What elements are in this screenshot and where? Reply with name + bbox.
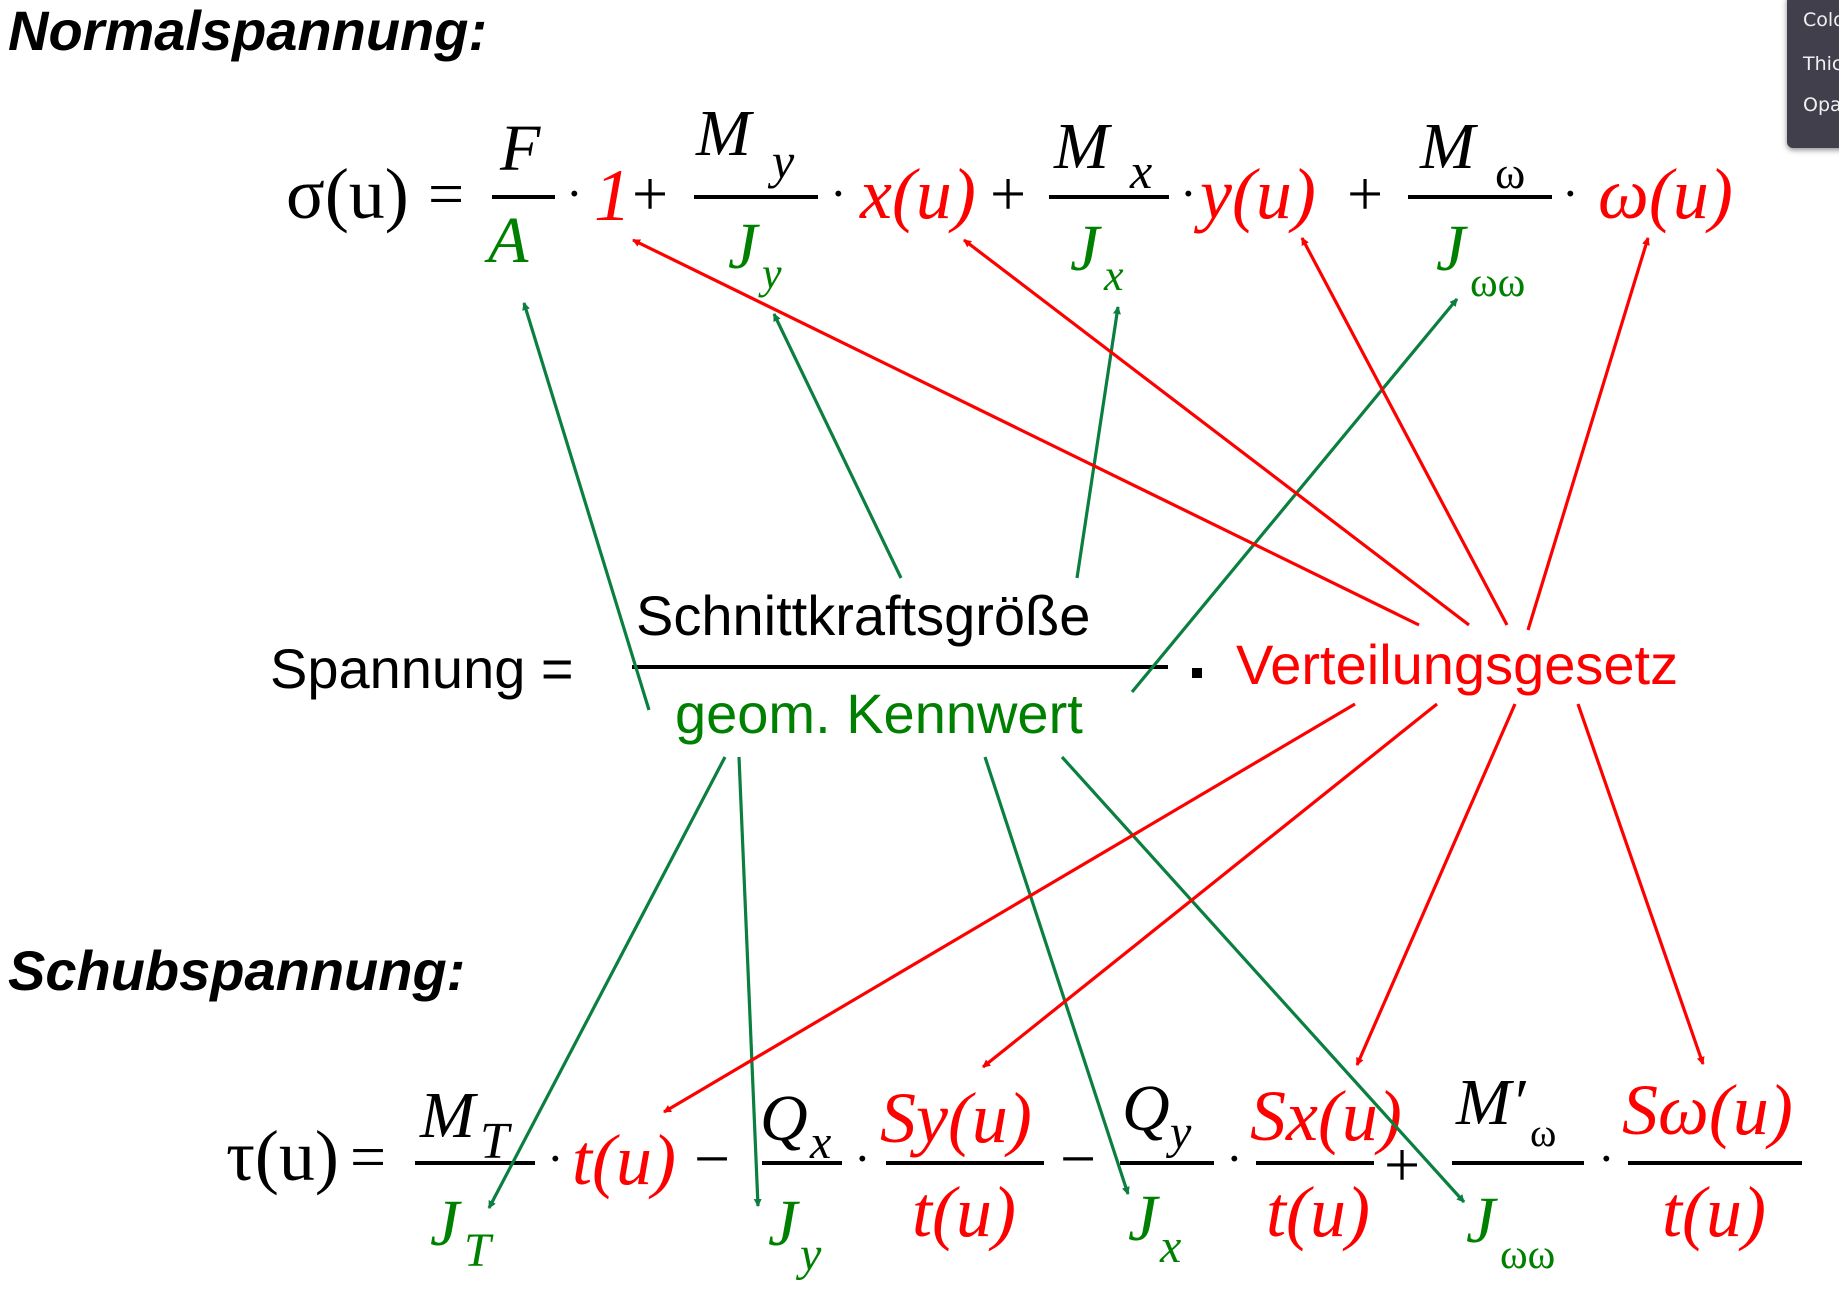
arrow-to-Sw-u	[1576, 703, 1705, 1065]
dot-operator: ·	[1226, 1130, 1243, 1186]
distribution-omega-u: ω(u)	[1598, 154, 1733, 234]
denominator-subscript-omega-omega: ωω	[1500, 1232, 1555, 1278]
numerator-Q: Q	[760, 1082, 808, 1155]
denominator-J: J	[1436, 212, 1468, 285]
numerator-subscript-x: x	[809, 1116, 831, 1169]
dot-operator: ·	[1562, 165, 1579, 221]
plus-sign: +	[990, 158, 1026, 229]
denominator-subscript-y: y	[758, 249, 782, 298]
denominator-J: J	[728, 210, 760, 283]
arrow-to-Jx-shear	[983, 756, 1130, 1195]
denominator-subscript-y: y	[795, 1228, 822, 1281]
arrow-to-omega-u	[1526, 237, 1650, 631]
denominator-J: J	[1070, 212, 1102, 285]
numerator-M: M	[419, 1079, 479, 1152]
arrow-to-A	[522, 302, 651, 711]
arrow-to-Jww	[1130, 297, 1459, 694]
distribution-denominator-t-u: t(u)	[912, 1172, 1016, 1252]
denominator-geometric-value: geom. Kennwert	[675, 682, 1083, 745]
shear-stress-formula: τ(u) = M T J T · t(u) − Q x J y · Sy(u) …	[226, 1066, 1802, 1281]
multiplication-dot	[1192, 668, 1202, 678]
denominator-J: J	[768, 1187, 800, 1260]
stress-label: Spannung =	[270, 637, 574, 700]
numerator-M: M	[1053, 110, 1113, 183]
normal-stress-formula: σ(u) = F A · 1 + M y J y · x(u) + M x J …	[286, 97, 1733, 306]
dot-operator: ·	[547, 1130, 564, 1186]
sigma-lhs: σ(u)	[286, 154, 409, 234]
denominator-A: A	[484, 204, 529, 277]
plus-sign: +	[632, 158, 668, 229]
equals-sign: =	[428, 158, 464, 229]
distribution-numerator-Sw-u: Sω(u)	[1622, 1070, 1793, 1150]
denominator-J: J	[1128, 1182, 1160, 1255]
arrow-to-Sx-u	[1355, 703, 1517, 1066]
denominator-subscript-x: x	[1103, 251, 1124, 300]
distribution-law-label: Verteilungsgesetz	[1236, 633, 1678, 696]
menu-item-color[interactable]: Color	[1803, 9, 1839, 31]
numerator-subscript-y: y	[1165, 1106, 1192, 1159]
tau-lhs: τ(u)	[226, 1116, 339, 1196]
numerator-subscript-y: y	[767, 133, 795, 189]
plus-sign: +	[1384, 1129, 1420, 1200]
distribution-y-u: y(u)	[1193, 154, 1316, 234]
heading-shear-stress: Schubspannung:	[8, 939, 465, 1002]
distribution-numerator-Sx-u: Sx(u)	[1250, 1076, 1402, 1156]
minus-sign: −	[694, 1123, 730, 1194]
denominator-J: J	[1466, 1184, 1498, 1257]
distribution-t-u: t(u)	[572, 1120, 676, 1200]
dot-operator: ·	[854, 1130, 871, 1186]
numerator-subscript-omega: ω	[1495, 147, 1525, 198]
numerator-M: M	[1419, 110, 1479, 183]
numerator-subscript-omega: ω	[1530, 1110, 1556, 1155]
numerator-Q: Q	[1122, 1072, 1170, 1145]
distribution-x-u: x(u)	[859, 154, 976, 234]
arrow-to-Jy-shear	[737, 756, 762, 1207]
denominator-subscript-omega-omega: ωω	[1470, 260, 1525, 306]
minus-sign: −	[1060, 1123, 1096, 1194]
numerator-F: F	[499, 112, 541, 185]
dot-operator: ·	[1598, 1130, 1615, 1186]
numerator-subscript-T: T	[480, 1113, 512, 1170]
arrow-to-1	[632, 238, 1420, 627]
plus-sign: +	[1347, 158, 1383, 229]
arrow-to-Jww-shear	[1060, 755, 1466, 1204]
dot-operator: ·	[566, 165, 583, 221]
arrow-to-t-u	[663, 702, 1356, 1114]
arrows-geometric-values	[487, 297, 1466, 1209]
numerator-M-prime: M′	[1455, 1066, 1527, 1139]
denominator-J: J	[430, 1187, 462, 1260]
numerator-subscript-x: x	[1129, 143, 1152, 199]
arrow-to-Jy	[772, 313, 903, 579]
arrow-to-x-u	[963, 238, 1470, 627]
general-stress-relation: Spannung = Schnittkraftsgröße geom. Kenn…	[270, 584, 1678, 745]
arrow-to-Sy-u	[982, 702, 1438, 1069]
arrow-to-Jx	[1075, 306, 1121, 579]
arrow-to-JT	[487, 756, 727, 1209]
dot-operator: ·	[1180, 165, 1197, 221]
distribution-denominator-t-u: t(u)	[1662, 1172, 1766, 1252]
denominator-subscript-T: T	[464, 1224, 494, 1277]
arrow-to-y-u	[1300, 237, 1509, 626]
context-menu: Color Thickness Opacity	[1787, 0, 1839, 148]
menu-item-thickness[interactable]: Thickness	[1803, 53, 1839, 75]
dot-operator: ·	[830, 165, 847, 221]
numerator-internal-force: Schnittkraftsgröße	[636, 584, 1090, 647]
distribution-1: 1	[594, 155, 631, 237]
heading-normal-stress: Normalspannung:	[8, 0, 487, 62]
distribution-numerator-Sy-u: Sy(u)	[880, 1078, 1032, 1158]
arrows-distribution-laws	[632, 237, 1705, 1114]
menu-item-opacity[interactable]: Opacity	[1803, 94, 1839, 116]
numerator-M: M	[695, 97, 755, 170]
denominator-subscript-x: x	[1159, 1220, 1181, 1273]
equals-sign: =	[350, 1121, 386, 1192]
distribution-denominator-t-u: t(u)	[1266, 1172, 1370, 1252]
